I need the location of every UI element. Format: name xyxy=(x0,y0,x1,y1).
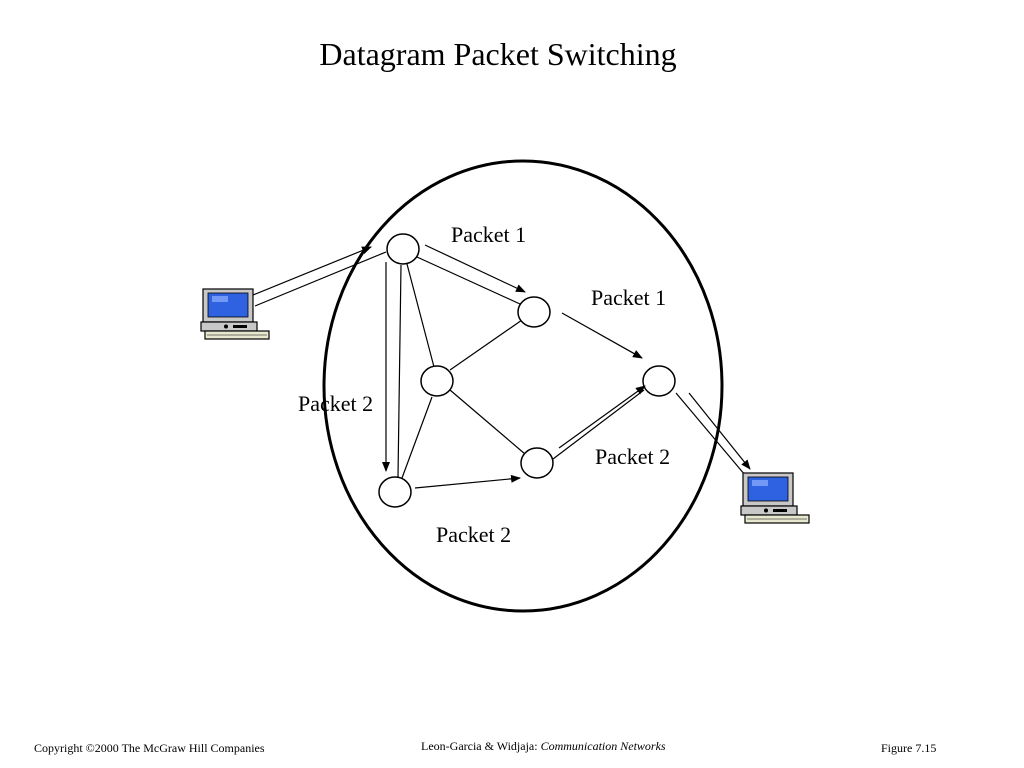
label-packet2-left: Packet 2 xyxy=(298,391,373,416)
switch-node-f xyxy=(520,447,554,479)
link-f-d xyxy=(552,389,645,460)
label-packet1-a: Packet 1 xyxy=(451,222,526,247)
network-cloud xyxy=(322,159,724,613)
link-d-destination xyxy=(675,392,746,476)
label-packet2-bottom: Packet 2 xyxy=(436,522,511,547)
arrow-d-to-destination xyxy=(688,392,751,470)
footer-book-title: Communication Networks xyxy=(540,739,666,753)
network-links xyxy=(254,251,746,479)
arrow-packet2-f-to-d xyxy=(558,385,646,449)
arrow-source-to-a xyxy=(252,246,372,296)
switch-node-d xyxy=(642,365,676,397)
source-computer-icon xyxy=(200,288,270,340)
switch-node-b xyxy=(517,296,551,328)
link-a-c xyxy=(406,263,435,368)
footer-figure-number: Figure 7.15 xyxy=(881,741,937,755)
switch-nodes xyxy=(378,233,676,508)
label-packet2-right: Packet 2 xyxy=(595,444,670,469)
link-a-e xyxy=(397,264,402,478)
arrow-packet2-e-to-f xyxy=(414,474,521,489)
destination-computer-icon xyxy=(740,472,810,524)
switch-node-c xyxy=(420,365,454,397)
label-packet1-b: Packet 1 xyxy=(591,285,666,310)
arrow-packet1-a-to-b xyxy=(424,244,526,293)
link-c-b xyxy=(449,319,523,371)
link-c-f xyxy=(449,389,526,455)
page-title: Datagram Packet Switching xyxy=(319,36,677,72)
link-source-a xyxy=(254,251,387,307)
packet-arrows xyxy=(252,244,751,489)
switch-node-a xyxy=(386,233,420,265)
footer-copyright: Copyright ©2000 The McGraw Hill Companie… xyxy=(34,741,265,755)
footer-authors: Leon-Garcia & Widjaja: xyxy=(421,739,538,753)
arrow-packet1-b-to-d xyxy=(561,312,643,359)
footer-citation: Leon-Garcia & Widjaja: Communication Net… xyxy=(421,739,666,754)
switch-node-e xyxy=(378,476,412,508)
link-a-b xyxy=(416,256,521,305)
link-c-e xyxy=(401,396,433,479)
